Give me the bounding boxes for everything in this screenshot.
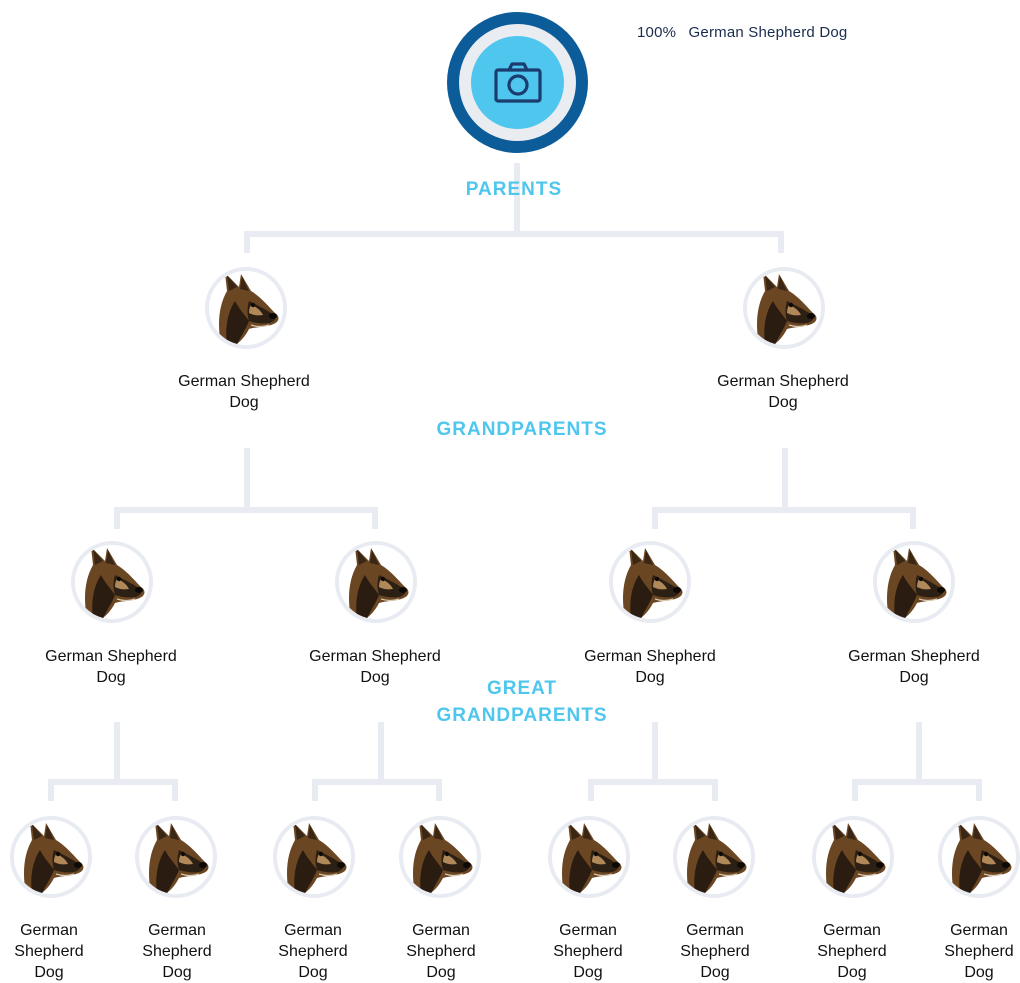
dog-photo [816, 820, 890, 894]
great-grandparents-heading: GREAT GRANDPARENTS [436, 678, 608, 726]
breed-percent: 100% [637, 24, 677, 41]
great-grandparent-4-label: German Shepherd Dog [406, 922, 476, 981]
parent-2-avatar[interactable] [743, 267, 825, 349]
dog-photo [613, 545, 687, 619]
grandparent-4-avatar[interactable] [873, 541, 955, 623]
dog-photo [139, 820, 213, 894]
dog-photo [277, 820, 351, 894]
great-grandparent-8-label: German Shepherd Dog [944, 922, 1014, 981]
parent-1-label: German Shepherd Dog [178, 373, 310, 411]
dog-photo [747, 271, 821, 345]
dog-photo [552, 820, 626, 894]
grandparent-1-avatar[interactable] [71, 541, 153, 623]
subject-avatar[interactable] [447, 12, 588, 153]
great-grandparent-6-avatar[interactable] [673, 816, 755, 898]
dog-photo [209, 271, 283, 345]
grandparent-3-avatar[interactable] [609, 541, 691, 623]
grandparent-3-label: German Shepherd Dog [584, 648, 716, 686]
great-grandparent-7-avatar[interactable] [812, 816, 894, 898]
parent-1-avatar[interactable] [205, 267, 287, 349]
dog-photo [877, 545, 951, 619]
great-grandparent-5-avatar[interactable] [548, 816, 630, 898]
breed-name: German Shepherd Dog [688, 24, 848, 41]
camera-icon [494, 62, 542, 103]
great-grandparent-6-label: German Shepherd Dog [680, 922, 750, 981]
dog-photo [339, 545, 413, 619]
dog-photo [75, 545, 149, 619]
great-grandparent-2-avatar[interactable] [135, 816, 217, 898]
grandparent-2-label: German Shepherd Dog [309, 648, 441, 686]
great-grandparent-8-avatar[interactable] [938, 816, 1020, 898]
great-grandparent-1-avatar[interactable] [10, 816, 92, 898]
great-grandparent-3-avatar[interactable] [273, 816, 355, 898]
parent-2-label: German Shepherd Dog [717, 373, 849, 411]
great-grandparent-5-label: German Shepherd Dog [553, 922, 623, 981]
great-grandparent-1-label: German Shepherd Dog [14, 922, 84, 981]
great-grandparent-2-label: German Shepherd Dog [142, 922, 212, 981]
great-grandparent-4-avatar[interactable] [399, 816, 481, 898]
dog-photo [403, 820, 477, 894]
great-grandparent-7-label: German Shepherd Dog [817, 922, 887, 981]
breed-breakdown: 100% German Shepherd Dog [637, 24, 847, 41]
grandparents-heading: GRANDPARENTS [436, 419, 608, 440]
grandparent-1-label: German Shepherd Dog [45, 648, 177, 686]
great-grandparent-3-label: German Shepherd Dog [278, 922, 348, 981]
grandparent-4-label: German Shepherd Dog [848, 648, 980, 686]
dog-photo [942, 820, 1016, 894]
dog-photo [14, 820, 88, 894]
grandparent-2-avatar[interactable] [335, 541, 417, 623]
parents-heading: PARENTS [465, 179, 563, 200]
dog-photo [677, 820, 751, 894]
